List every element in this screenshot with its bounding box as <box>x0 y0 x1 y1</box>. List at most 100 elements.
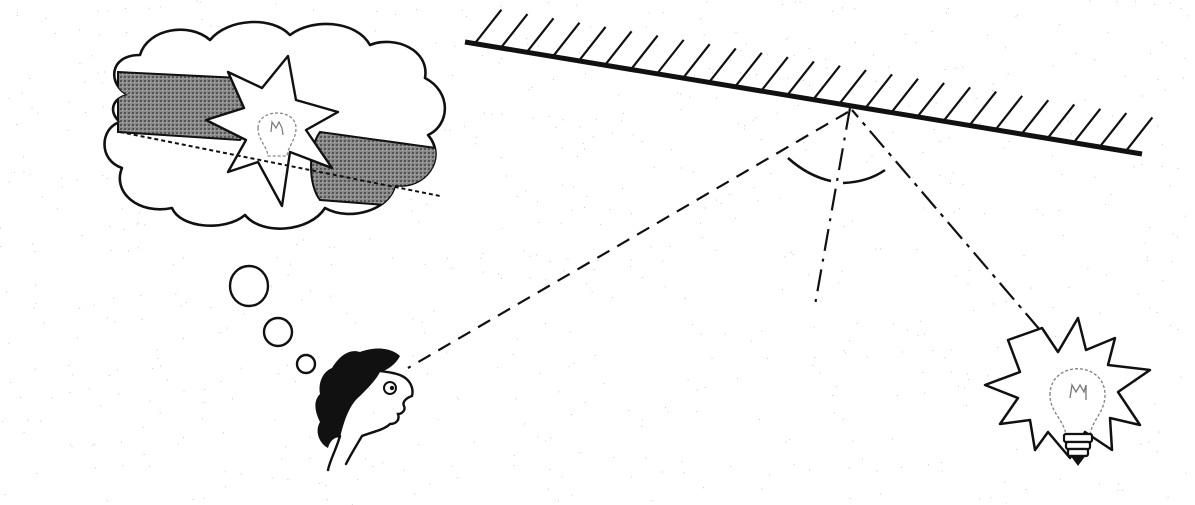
paper-speckle-dot <box>532 117 534 119</box>
paper-speckle-dot <box>735 31 737 33</box>
paper-speckle-dot <box>106 317 108 319</box>
paper-speckle-dot <box>525 190 527 192</box>
paper-speckle-dot <box>433 310 435 312</box>
paper-speckle-dot <box>1140 443 1142 445</box>
paper-speckle-dot <box>1177 167 1179 169</box>
paper-speckle-dot <box>987 34 988 36</box>
paper-speckle-dot <box>183 390 185 392</box>
paper-speckle-dot <box>837 282 839 284</box>
paper-speckle-dot <box>1110 193 1112 195</box>
paper-speckle-dot <box>1172 233 1174 235</box>
paper-speckle-dot <box>1135 381 1137 383</box>
paper-speckle-dot <box>1067 120 1069 122</box>
observer-face <box>326 368 414 472</box>
paper-speckle-dot <box>693 66 695 68</box>
paper-speckle-dot <box>529 255 531 257</box>
paper-speckle-dot <box>500 5 502 7</box>
paper-speckle-dot <box>1162 144 1163 146</box>
paper-speckle-dot <box>954 211 956 213</box>
paper-speckle-dot <box>793 54 795 56</box>
paper-speckle-dot <box>85 112 87 113</box>
paper-speckle-dot <box>301 299 303 301</box>
paper-speckle-dot <box>814 357 816 359</box>
paper-speckle-dot <box>785 38 787 40</box>
paper-speckle-dot <box>902 351 903 353</box>
paper-speckle-dot <box>32 243 33 245</box>
paper-speckle-dot <box>93 304 95 306</box>
paper-speckle-dot <box>632 134 634 136</box>
paper-speckle-dot <box>784 256 786 258</box>
paper-speckle-dot <box>586 196 588 198</box>
paper-speckle-dot <box>1122 489 1124 491</box>
paper-speckle-dot <box>61 186 63 188</box>
paper-speckle-dot <box>27 419 29 421</box>
paper-speckle-dot <box>622 188 623 189</box>
paper-speckle-dot <box>172 264 174 266</box>
paper-speckle-dot <box>623 112 625 114</box>
paper-speckle-dot <box>980 122 982 124</box>
paper-speckle-dot <box>437 419 439 421</box>
paper-speckle-dot <box>1005 301 1007 302</box>
paper-speckle-dot <box>240 367 242 369</box>
paper-speckle-dot <box>1169 2 1171 4</box>
paper-speckle-dot <box>156 349 158 351</box>
paper-speckle-dot <box>756 73 757 75</box>
paper-speckle-dot <box>513 33 515 35</box>
paper-speckle-dot <box>761 330 763 332</box>
paper-speckle-dot <box>667 411 669 413</box>
paper-speckle-dot <box>456 397 458 399</box>
paper-speckle-dot <box>1087 268 1089 270</box>
paper-speckle-dot <box>944 69 946 70</box>
mirror-hatch-mark <box>552 21 581 57</box>
paper-speckle-dot <box>424 263 426 265</box>
paper-speckle-dot <box>967 378 969 380</box>
paper-speckle-dot <box>149 465 151 467</box>
paper-speckle-dot <box>16 11 18 13</box>
paper-speckle-dot <box>67 129 69 131</box>
paper-speckle-dot <box>715 249 717 251</box>
paper-speckle-dot <box>144 224 146 226</box>
paper-speckle-dot <box>791 251 793 253</box>
paper-speckle-dot <box>483 112 485 114</box>
paper-speckle-dot <box>924 333 925 335</box>
paper-speckle-dot <box>1146 256 1148 258</box>
paper-speckle-dot <box>789 439 791 441</box>
paper-speckle-dot <box>290 263 291 265</box>
paper-speckle-dot <box>106 178 108 180</box>
paper-speckle-dot <box>704 387 706 388</box>
paper-speckle-dot <box>449 129 451 131</box>
paper-speckle-dot <box>218 26 220 28</box>
paper-speckle-dot <box>185 302 187 304</box>
paper-speckle-dot <box>1059 478 1061 480</box>
paper-speckle-dot <box>912 177 914 179</box>
paper-speckle-dot <box>724 333 726 335</box>
paper-speckle-dot <box>553 79 554 81</box>
paper-speckle-dot <box>703 34 705 36</box>
mirror <box>464 9 1154 157</box>
paper-speckle-dot <box>451 465 453 467</box>
paper-speckle-dot <box>573 362 575 364</box>
paper-speckle-dot <box>959 208 961 210</box>
mirror-hatch-mark <box>760 56 789 91</box>
paper-speckle-dot <box>201 418 203 420</box>
paper-speckle-dot <box>845 352 846 354</box>
paper-speckle-dot <box>792 254 794 256</box>
paper-speckle-dot <box>1036 209 1038 211</box>
paper-speckle-dot <box>369 238 371 240</box>
paper-speckle-dot <box>391 257 393 259</box>
paper-speckle-dot <box>1157 125 1159 127</box>
paper-speckle-dot <box>600 224 602 226</box>
paper-speckle-dot <box>29 173 31 175</box>
paper-speckle-dot <box>578 52 580 54</box>
paper-speckle-dot <box>940 462 942 463</box>
paper-speckle-dot <box>475 136 477 138</box>
paper-speckle-dot <box>1052 65 1054 67</box>
paper-speckle-dot <box>755 117 757 119</box>
paper-speckle-dot <box>1005 502 1007 504</box>
paper-speckle-dot <box>702 236 704 238</box>
paper-speckle-dot <box>536 254 538 256</box>
mirror-hatch-mark <box>891 77 919 113</box>
paper-speckle-dot <box>140 295 142 297</box>
paper-speckle-dot <box>645 457 647 459</box>
paper-speckle-dot <box>1137 293 1139 295</box>
